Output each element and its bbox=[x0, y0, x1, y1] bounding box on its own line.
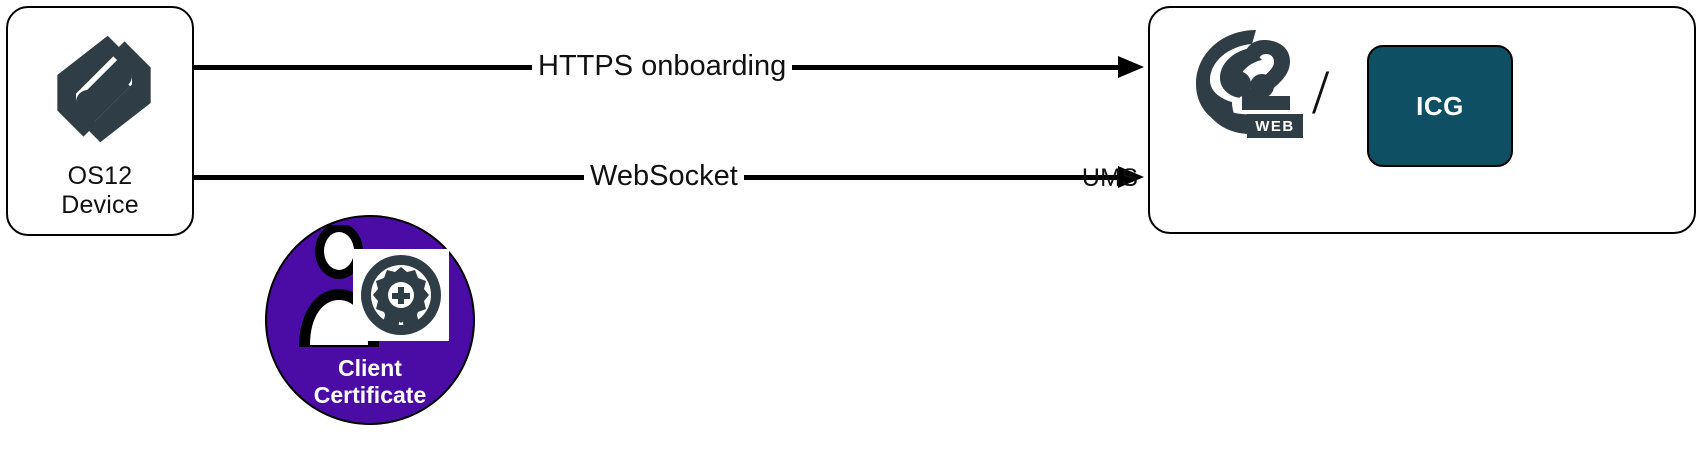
annotation-client-certificate[interactable]: Client Certificate bbox=[265, 215, 475, 425]
device-label-line1: OS12 bbox=[67, 162, 133, 190]
node-ums-label: UMS bbox=[1081, 164, 1139, 192]
arrow-head-icon bbox=[1118, 56, 1144, 78]
s2web-logo-icon bbox=[1178, 26, 1318, 150]
badge-icg[interactable]: ICG bbox=[1367, 45, 1513, 167]
arrow-head-icon bbox=[1118, 166, 1144, 188]
node-os12-device[interactable]: OS12 Device bbox=[6, 6, 194, 236]
logo-separator: / bbox=[1312, 59, 1330, 127]
node-os12-device-label: OS12 Device bbox=[8, 162, 192, 220]
device-label-line2: Device bbox=[61, 191, 139, 219]
cert-caption-line1: Client bbox=[338, 355, 402, 381]
os12-logo-icon bbox=[48, 30, 160, 148]
edge-https-onboarding-label: HTTPS onboarding bbox=[532, 49, 793, 83]
cert-caption-line2: Certificate bbox=[313, 382, 427, 408]
edge-websocket-label: WebSocket bbox=[584, 159, 744, 193]
badge-icg-label: ICG bbox=[1416, 90, 1464, 121]
s2web-logo-tag: WEB bbox=[1247, 114, 1303, 138]
annotation-client-certificate-label: Client Certificate bbox=[267, 355, 473, 409]
user-certificate-icon bbox=[297, 223, 449, 361]
